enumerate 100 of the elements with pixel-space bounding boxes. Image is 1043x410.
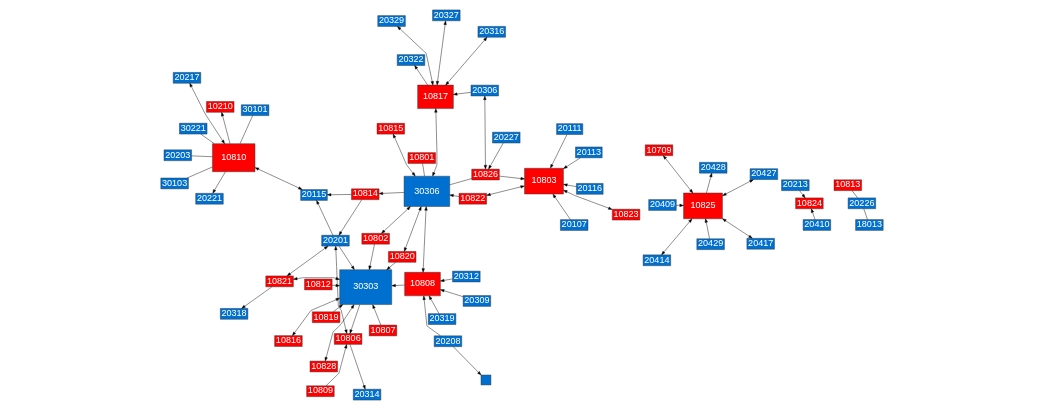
node-box: 10810 <box>211 143 255 172</box>
node-box: 20322 <box>396 54 425 66</box>
arrow <box>810 208 815 220</box>
arrow <box>392 133 415 177</box>
node-box: 30103 <box>160 177 189 190</box>
node-box: 20417 <box>746 238 775 250</box>
node-box: 10210 <box>205 101 234 113</box>
node-box: 10819 <box>311 311 340 323</box>
arrow <box>562 157 580 169</box>
arrow <box>431 108 437 177</box>
arrow <box>562 183 577 187</box>
node-box: 20410 <box>802 219 831 231</box>
arrow <box>439 289 463 297</box>
node-box: 20329 <box>377 15 406 27</box>
arrow <box>549 134 567 169</box>
arrow <box>254 167 302 190</box>
arrow <box>660 218 692 255</box>
arrow <box>705 173 712 194</box>
arrow <box>704 218 710 239</box>
arrow <box>326 193 352 197</box>
node-box: 20409 <box>647 199 676 211</box>
node-box: 10817 <box>416 84 454 109</box>
node-box: 20427 <box>749 168 778 180</box>
arrow <box>662 155 693 194</box>
arrow <box>413 65 428 86</box>
arrow <box>552 193 571 220</box>
node-box: 20107 <box>559 219 588 231</box>
node-box: 10812 <box>303 278 332 291</box>
arrow <box>562 190 612 210</box>
arrow <box>332 304 343 312</box>
arrow <box>338 199 362 236</box>
node-box: 10825 <box>682 192 723 219</box>
node-box: 10815 <box>376 123 405 135</box>
node-box: 10813 <box>833 179 862 191</box>
node-box: 10803 <box>523 168 564 195</box>
node-box: 20314 <box>352 389 381 401</box>
node-box: 20217 <box>172 72 201 84</box>
arrow <box>498 175 525 181</box>
arrow <box>338 245 355 270</box>
arrow <box>372 304 381 326</box>
arrow <box>324 304 354 362</box>
arrow <box>721 179 754 196</box>
node-box: 20213 <box>780 179 809 191</box>
node-box: 20414 <box>642 254 671 266</box>
node-box: 10823 <box>611 208 640 221</box>
arrow <box>444 37 487 86</box>
node-box: 30303 <box>338 269 392 305</box>
arrow <box>422 295 441 336</box>
node-box: 10822 <box>458 193 487 205</box>
node-box: 10807 <box>368 324 397 337</box>
arrow <box>452 346 481 376</box>
node-box: 10820 <box>387 251 416 263</box>
arrow <box>212 171 226 194</box>
arrow <box>421 206 427 273</box>
node-box <box>480 374 491 386</box>
node-box: 20226 <box>847 197 876 209</box>
arrow <box>721 218 752 239</box>
arrow <box>286 245 328 277</box>
arrow <box>292 277 340 281</box>
arrow <box>449 194 459 198</box>
arrow <box>349 304 360 334</box>
node-box: 20318 <box>219 308 248 320</box>
node-box: 20227 <box>491 131 520 144</box>
node-box: 20312 <box>451 270 480 283</box>
arrow <box>380 206 411 234</box>
arrow <box>439 278 453 282</box>
node-box: 30101 <box>240 104 269 116</box>
node-box: 20221 <box>194 193 223 205</box>
node-box: 20203 <box>163 149 192 161</box>
arrow <box>368 244 375 270</box>
arrow <box>486 185 525 196</box>
arrow <box>349 344 365 390</box>
arrow <box>391 284 405 288</box>
node-box: 10816 <box>273 335 302 347</box>
arrow <box>386 262 396 270</box>
node-box: 20327 <box>431 9 460 21</box>
arrow <box>315 200 333 236</box>
arrow <box>675 203 684 207</box>
node-box: 20306 <box>470 84 499 97</box>
node-box: 20428 <box>698 162 727 174</box>
node-box: 10809 <box>305 385 334 397</box>
node-box: 20319 <box>427 313 456 325</box>
node-box: 10826 <box>471 168 500 181</box>
node-box: 10821 <box>265 275 294 287</box>
arrow <box>378 191 404 195</box>
arrow <box>482 95 487 170</box>
arrow <box>798 190 805 199</box>
node-box: 20115 <box>299 189 328 201</box>
arrow <box>428 295 439 314</box>
node-box: 10801 <box>407 152 436 164</box>
node-box: 20113 <box>574 146 602 159</box>
arrow <box>487 142 503 170</box>
node-box: 10709 <box>644 144 673 156</box>
arrow <box>333 246 347 334</box>
node-box: 20429 <box>696 238 725 250</box>
node-box: 10814 <box>350 188 379 200</box>
node-box: 30221 <box>178 122 207 135</box>
arrow <box>435 20 447 86</box>
node-box: 30306 <box>403 175 450 207</box>
node-box: 18013 <box>854 219 883 231</box>
